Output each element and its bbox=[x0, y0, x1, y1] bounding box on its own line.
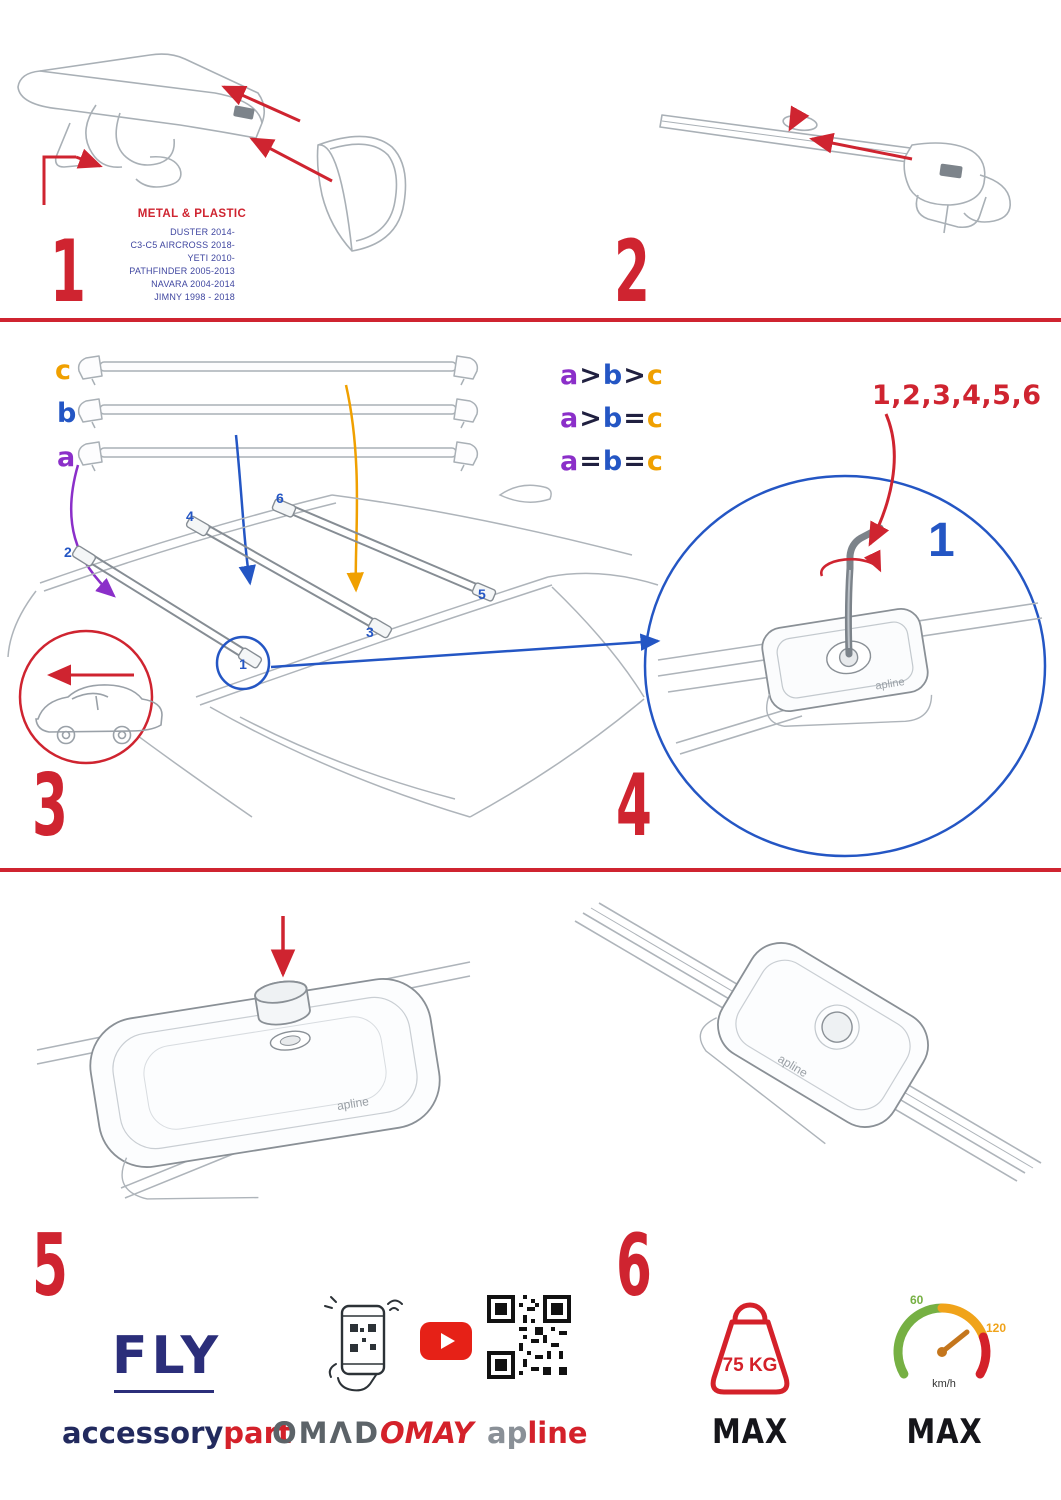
accessorypart-right: part bbox=[223, 1416, 292, 1450]
position-4: 4 bbox=[186, 508, 194, 524]
step5-number: 5 bbox=[32, 1216, 68, 1316]
var-c: c bbox=[646, 403, 664, 434]
step3-number: 3 bbox=[32, 756, 68, 856]
position-2: 2 bbox=[64, 544, 72, 560]
apline-logo: apline bbox=[487, 1416, 588, 1450]
var-b: b bbox=[602, 446, 624, 477]
var-a: a bbox=[560, 403, 580, 434]
op: = bbox=[579, 446, 603, 477]
max-load-badge: 75 KG bbox=[710, 1302, 790, 1395]
brand-label: apline bbox=[875, 676, 906, 692]
car-direction-inset bbox=[18, 629, 163, 765]
vehicle-model: PATHFINDER 2005-2013 bbox=[129, 266, 235, 277]
step6-number: 6 bbox=[616, 1216, 652, 1316]
op: > bbox=[579, 360, 603, 391]
vehicle-model: C3-C5 AIRCROSS 2018- bbox=[130, 240, 235, 251]
position-6: 6 bbox=[276, 490, 284, 506]
step3-diagram: 2 4 6 3 5 1 bbox=[7, 355, 661, 818]
op: > bbox=[623, 360, 647, 391]
omay-logo: OMAY bbox=[380, 1416, 474, 1450]
omad-logo: OMΛD bbox=[272, 1416, 381, 1450]
position-1: 1 bbox=[239, 656, 247, 672]
tightening-knob bbox=[254, 980, 311, 1026]
speed-unit: km/h bbox=[932, 1378, 956, 1390]
op: = bbox=[623, 446, 647, 477]
op: > bbox=[579, 403, 603, 434]
accessorypart-logo: accessorypart bbox=[62, 1416, 292, 1450]
gauge-needle bbox=[939, 1329, 970, 1355]
bar-label-c: c bbox=[55, 355, 72, 386]
speed-max-label: MAX bbox=[906, 1412, 983, 1452]
length-rule-3: a=b=c bbox=[560, 446, 664, 477]
weight-value: 75 KG bbox=[723, 1355, 778, 1376]
var-a: a bbox=[560, 446, 580, 477]
var-c: c bbox=[646, 446, 664, 477]
position-5: 5 bbox=[478, 586, 486, 602]
step6-diagram: apline bbox=[574, 902, 1042, 1182]
zoom-circle bbox=[643, 474, 1047, 858]
step1-number: 1 bbox=[50, 222, 86, 322]
youtube-icon bbox=[420, 1322, 472, 1360]
speed-high: 120 bbox=[986, 1321, 1006, 1335]
fly-logo: FLY bbox=[112, 1326, 223, 1386]
vehicle-model: YETI 2010- bbox=[187, 253, 235, 264]
tightening-sequence: 1,2,3,4,5,6 bbox=[872, 380, 1042, 411]
length-rule-1: a>b>c bbox=[560, 360, 664, 391]
rotate-arrow bbox=[820, 549, 882, 577]
step4-number: 4 bbox=[616, 756, 652, 856]
vehicle-model: NAVARA 2004-2014 bbox=[151, 279, 235, 290]
apline-right: line bbox=[527, 1416, 588, 1450]
speed-gauge: 60 120 km/h bbox=[893, 1293, 1006, 1390]
section-divider-2 bbox=[0, 868, 1061, 872]
step1-diagram bbox=[17, 53, 407, 252]
bar-label-a: a bbox=[57, 442, 76, 473]
position-1-circle bbox=[215, 635, 271, 691]
length-rule-2: a>b=c bbox=[560, 403, 664, 434]
brand-label: apline bbox=[336, 1094, 370, 1113]
zoom-connector-arrow bbox=[270, 633, 661, 669]
section-divider-1 bbox=[0, 318, 1061, 322]
callout-1: 1 bbox=[928, 514, 955, 567]
var-c: c bbox=[646, 360, 664, 391]
sequence-arrow bbox=[868, 413, 896, 547]
var-a: a bbox=[560, 360, 580, 391]
speed-low: 60 bbox=[910, 1293, 924, 1307]
fly-underline bbox=[114, 1390, 214, 1393]
vehicle-model-list: DUSTER 2014- C3-C5 AIRCROSS 2018- YETI 2… bbox=[55, 226, 235, 304]
materials-note: METAL & PLASTIC bbox=[137, 208, 247, 220]
weight-max-label: MAX bbox=[712, 1412, 788, 1452]
step2-diagram bbox=[659, 105, 1011, 234]
qr-code bbox=[487, 1295, 571, 1379]
accessorypart-left: accessory bbox=[62, 1416, 224, 1450]
bar-label-b: b bbox=[57, 398, 77, 429]
vehicle-model: DUSTER 2014- bbox=[170, 227, 235, 237]
position-3: 3 bbox=[366, 624, 374, 640]
op: = bbox=[623, 403, 647, 434]
step5-diagram: apline bbox=[36, 916, 471, 1200]
apline-left: ap bbox=[487, 1416, 528, 1450]
step4-diagram: apline 1 bbox=[643, 413, 1047, 858]
var-b: b bbox=[602, 360, 624, 391]
step2-number: 2 bbox=[614, 222, 650, 322]
var-b: b bbox=[602, 403, 624, 434]
vehicle-model: JIMNY 1998 - 2018 bbox=[154, 292, 235, 303]
phone-qr-icon bbox=[324, 1296, 403, 1392]
